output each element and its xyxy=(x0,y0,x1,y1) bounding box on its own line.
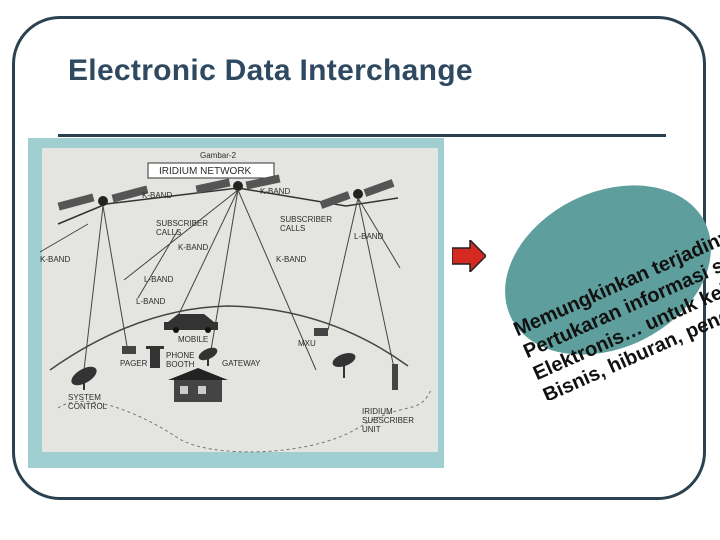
iridium-network-diagram: Gambar-2 IRIDIUM NETWORK K-BAND K-BAND S… xyxy=(39,148,438,453)
title-divider xyxy=(58,134,666,137)
l-band-label: L-BAND xyxy=(354,232,384,241)
oval-background xyxy=(505,185,711,355)
k-band-label: K-BAND xyxy=(40,255,70,264)
k-band-label: K-BAND xyxy=(178,243,208,252)
gateway-building-icon xyxy=(168,368,228,402)
subscriber-unit-handset-icon xyxy=(392,364,398,390)
right-arrow-icon xyxy=(452,240,486,272)
network-title: IRIDIUM NETWORK xyxy=(159,166,252,177)
mobile-label: MOBILE xyxy=(178,335,208,344)
earth-horizon xyxy=(49,305,409,371)
satellite-icon xyxy=(195,174,281,194)
statement-oval: Memungkinkan terjadinya Pertukaran infor… xyxy=(505,185,720,400)
l-band-label: L-BAND xyxy=(136,297,166,306)
car-icon xyxy=(164,314,218,333)
figure-caption: Gambar-2 xyxy=(200,151,237,160)
diagram-paper xyxy=(42,148,438,452)
l-band-label: L-BAND xyxy=(144,275,174,284)
satellite-icon xyxy=(319,179,395,209)
k-band-label: K-BAND xyxy=(260,187,290,196)
k-band-label: K-BAND xyxy=(142,191,172,200)
pager-icon xyxy=(122,346,136,354)
network-title-box xyxy=(147,162,275,179)
radio-links xyxy=(39,189,401,371)
network-figure: Gambar-2 IRIDIUM NETWORK K-BAND K-BAND S… xyxy=(28,138,444,468)
pager-label: PAGER xyxy=(120,359,148,368)
satellite-icon xyxy=(57,185,149,211)
gateway-dish-icon xyxy=(198,347,218,366)
k-band-label: K-BAND xyxy=(276,255,306,264)
satellite-dish-icon xyxy=(332,353,356,378)
phone-booth-icon xyxy=(146,346,164,368)
slide-title: Electronic Data Interchange xyxy=(68,54,473,87)
mxu-label: MXU xyxy=(298,339,316,348)
gateway-label: GATEWAY xyxy=(222,359,261,368)
satellite-dish-icon xyxy=(71,366,97,390)
ground-outline xyxy=(57,387,433,453)
mxu-device-icon xyxy=(314,328,328,336)
